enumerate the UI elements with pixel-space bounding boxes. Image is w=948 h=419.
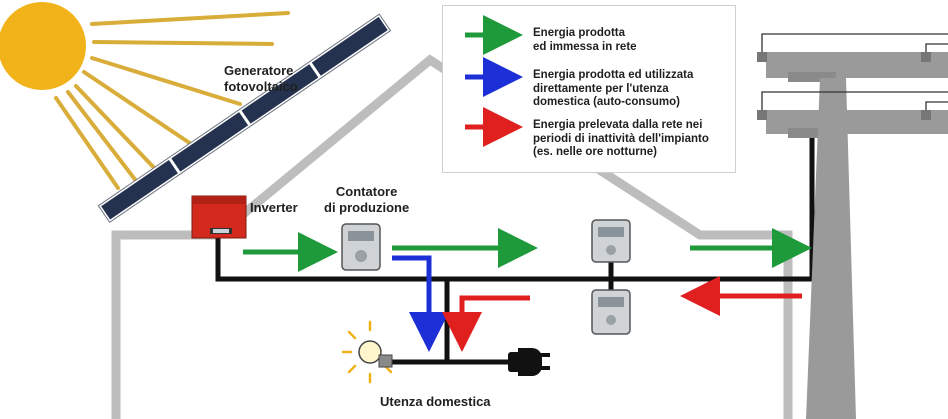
red-arrow-to-household bbox=[442, 295, 530, 352]
plug-icon bbox=[508, 348, 550, 376]
pylon-icon bbox=[757, 33, 948, 419]
legend-item-self-consumption: Energia prodotta ed utilizzata direttame… bbox=[533, 69, 694, 108]
legend: Energia prodotta ed immessa in rete Ener… bbox=[442, 5, 736, 173]
legend-arrows bbox=[465, 15, 523, 147]
inverter-icon bbox=[191, 195, 247, 239]
light-bulb-icon bbox=[341, 320, 393, 384]
red-flow-arrows bbox=[442, 276, 802, 352]
legend-item-exported: Energia prodotta ed immessa in rete bbox=[533, 27, 637, 53]
green-flow-arrows bbox=[243, 228, 812, 272]
blue-arrow-self-consumption bbox=[392, 255, 449, 352]
exchange-meter-top-icon bbox=[591, 219, 631, 263]
exchange-meter-bottom-icon bbox=[591, 289, 631, 335]
solar-panel-icon bbox=[97, 13, 392, 223]
household-label: Utenza domestica bbox=[380, 394, 491, 409]
sun-icon bbox=[0, 2, 290, 190]
meter-icon bbox=[341, 223, 381, 271]
legend-item-grid-import: Energia prelevata dalla rete nei periodi… bbox=[533, 119, 709, 158]
generator-label: Generatore fotovoltaico bbox=[224, 63, 298, 94]
production-meter-label: Contatore di produzione bbox=[324, 184, 410, 215]
inverter-label: Inverter bbox=[250, 200, 298, 215]
